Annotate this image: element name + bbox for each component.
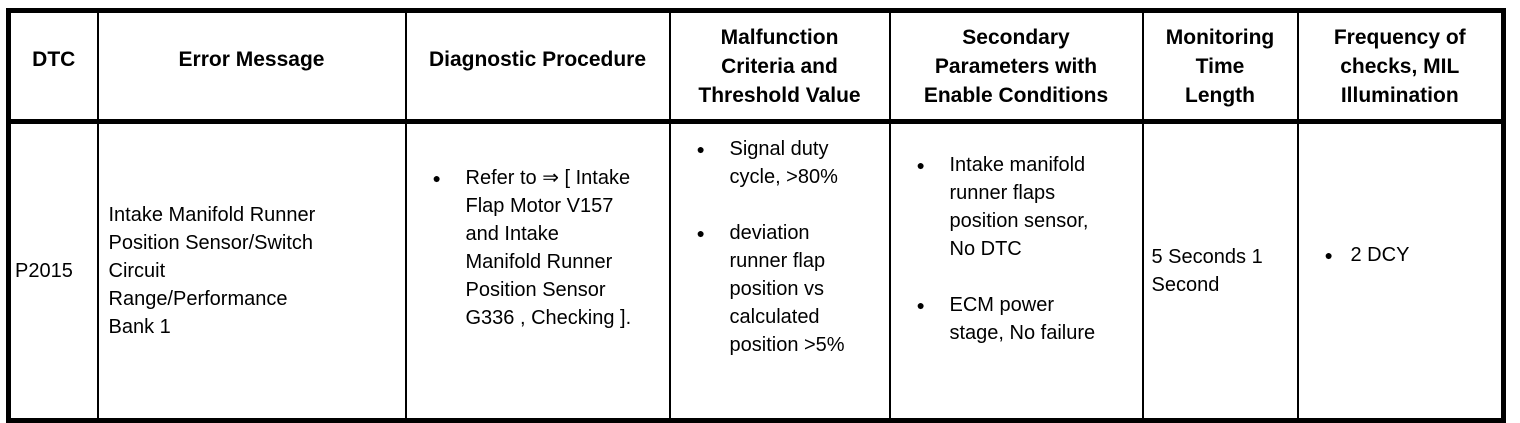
list-item: ● Intake manifold runner flaps position … [891, 151, 1142, 263]
cell-secondary-parameters: ● Intake manifold runner flaps position … [888, 120, 1144, 422]
frequency-list: ● 2 DCY [1299, 124, 1502, 269]
table-row: P2015 Intake Manifold Runner Position Se… [7, 120, 1505, 422]
list-item: ● ECM power stage, No failure [891, 291, 1142, 347]
col-header-malfunction-criteria: Malfunction Criteria and Threshold Value [668, 9, 891, 124]
list-item: ● Refer to ⇒ [ Intake Flap Motor V157 an… [407, 164, 669, 332]
col-header-diagnostic-procedure: Diagnostic Procedure [404, 9, 671, 124]
cell-error-message: Intake Manifold Runner Position Sensor/S… [96, 120, 407, 422]
bullet-icon: ● [696, 141, 705, 157]
diagnostic-procedure-text: Refer to ⇒ [ Intake Flap Motor V157 and … [465, 167, 632, 329]
list-item: ● deviation runner flap position vs calc… [671, 219, 889, 359]
diagnostic-procedure-list: ● Refer to ⇒ [ Intake Flap Motor V157 an… [407, 124, 669, 332]
cell-frequency: ● 2 DCY [1296, 120, 1505, 422]
bullet-icon: ● [1324, 247, 1333, 263]
secondary-parameters-text: ECM power stage, No failure [949, 294, 1096, 344]
bullet-icon: ● [916, 297, 925, 313]
malfunction-criteria-list: ● Signal duty cycle, >80% ● deviation ru… [671, 124, 889, 359]
bullet-icon: ● [696, 225, 705, 241]
dtc-table: DTC Error Message Diagnostic Procedure M… [6, 8, 1506, 423]
col-header-secondary-parameters: Secondary Parameters with Enable Conditi… [888, 9, 1144, 124]
col-header-dtc: DTC [7, 9, 99, 124]
list-item: ● 2 DCY [1299, 241, 1502, 269]
frequency-text: 2 DCY [1350, 244, 1410, 266]
col-header-frequency: Frequency of checks, MIL Illumination [1296, 9, 1505, 124]
cell-monitoring-time: 5 Seconds 1 Second [1141, 120, 1299, 422]
secondary-parameters-text: Intake manifold runner flaps position se… [949, 154, 1089, 260]
dtc-table-container: DTC Error Message Diagnostic Procedure M… [6, 8, 1506, 423]
header-row: DTC Error Message Diagnostic Procedure M… [7, 9, 1505, 124]
secondary-parameters-list: ● Intake manifold runner flaps position … [891, 124, 1142, 347]
list-item: ● Signal duty cycle, >80% [671, 135, 889, 191]
cell-diagnostic-procedure: ● Refer to ⇒ [ Intake Flap Motor V157 an… [404, 120, 671, 422]
col-header-error-message: Error Message [96, 9, 407, 124]
cell-dtc-code: P2015 [7, 120, 99, 422]
malfunction-criteria-text: Signal duty cycle, >80% [729, 138, 838, 188]
malfunction-criteria-text: deviation runner flap position vs calcul… [729, 222, 845, 356]
bullet-icon: ● [916, 157, 925, 173]
col-header-monitoring-time: Monitoring Time Length [1141, 9, 1299, 124]
bullet-icon: ● [432, 170, 441, 186]
cell-malfunction-criteria: ● Signal duty cycle, >80% ● deviation ru… [668, 120, 891, 422]
